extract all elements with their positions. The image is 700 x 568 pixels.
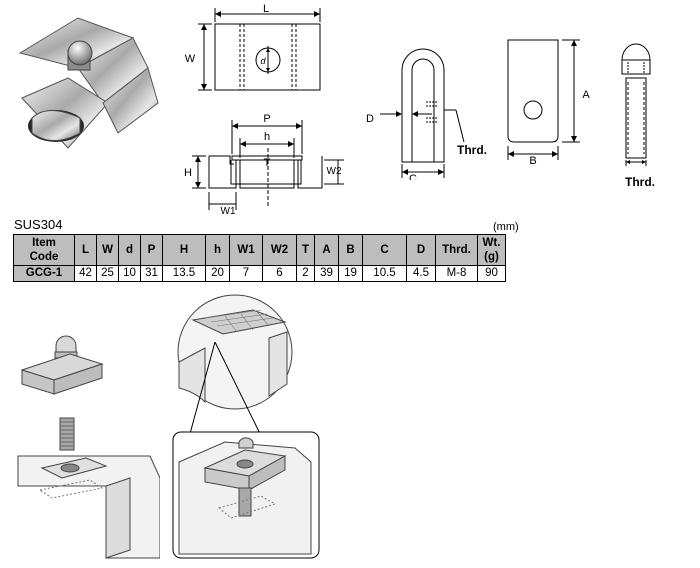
col-header: P — [140, 234, 163, 266]
table-cell: M-8 — [435, 265, 478, 282]
installed-detail-illustration — [172, 294, 320, 559]
thrd-label-ubolt: Thrd. — [457, 143, 487, 157]
table-cell: 13.5 — [162, 265, 206, 282]
col-header: A — [314, 234, 339, 266]
plate-drawing: A B — [507, 39, 590, 167]
table-header-row: Item Code L W d P H h W1 W2 T A B C D Th… — [13, 234, 506, 266]
table-cell: 20 — [205, 265, 230, 282]
table-cell: 10.5 — [362, 265, 407, 282]
dim-label-d: d — [260, 56, 266, 66]
dim-label-D: D — [366, 113, 374, 125]
dim-label-W: W — [185, 53, 196, 65]
col-header: Wt. (g) — [477, 234, 506, 266]
dim-label-L: L — [263, 3, 269, 15]
table-cell: 90 — [477, 265, 506, 282]
table-cell: 39 — [314, 265, 339, 282]
col-header: C — [362, 234, 407, 266]
exploded-assembly-illustration — [17, 335, 160, 559]
dim-label-W2: W2 — [327, 166, 342, 177]
table-cell: 2 — [296, 265, 315, 282]
table-cell: 25 — [96, 265, 119, 282]
col-header: W2 — [262, 234, 297, 266]
table-cell: 10 — [118, 265, 141, 282]
col-header: W — [96, 234, 119, 266]
col-header: h — [205, 234, 230, 266]
thrd-label-stud: Thrd. — [625, 175, 655, 189]
top-view-drawing: L W d — [185, 3, 321, 91]
unit-label: (mm) — [493, 221, 519, 233]
table-cell: 42 — [74, 265, 97, 282]
product-photo — [18, 17, 159, 149]
col-header: B — [338, 234, 363, 266]
dim-label-H: H — [184, 167, 192, 179]
table-cell: 4.5 — [406, 265, 436, 282]
table-cell: 7 — [229, 265, 263, 282]
table-cell: 19 — [338, 265, 363, 282]
col-header: Thrd. — [435, 234, 478, 266]
table-row: GCG-1 42 25 10 31 13.5 20 7 6 2 39 19 10… — [13, 265, 506, 282]
dim-label-T: T — [264, 157, 271, 169]
dim-label-P: P — [263, 113, 270, 125]
col-header: d — [118, 234, 141, 266]
col-header: D — [406, 234, 436, 266]
col-header: H — [162, 234, 206, 266]
u-bolt-drawing: D C Thrd. — [366, 48, 487, 180]
col-header: Item Code — [13, 234, 75, 266]
side-view-drawing: P h T H W1 W2 — [184, 113, 344, 217]
dim-label-B: B — [529, 155, 536, 167]
dim-label-W1: W1 — [221, 206, 236, 217]
spec-table: Item Code L W d P H h W1 W2 T A B C D Th… — [13, 234, 506, 282]
table-cell: 6 — [262, 265, 297, 282]
col-header: T — [296, 234, 315, 266]
dim-label-C: C — [409, 173, 417, 180]
dim-label-h: h — [264, 131, 270, 143]
material-label: SUS304 — [14, 217, 63, 232]
item-code-cell: GCG-1 — [13, 265, 75, 282]
table-cell: 31 — [140, 265, 163, 282]
col-header: W1 — [229, 234, 263, 266]
dim-label-A: A — [582, 89, 590, 101]
col-header: L — [74, 234, 97, 266]
stud-drawing: Thrd. — [621, 43, 655, 189]
